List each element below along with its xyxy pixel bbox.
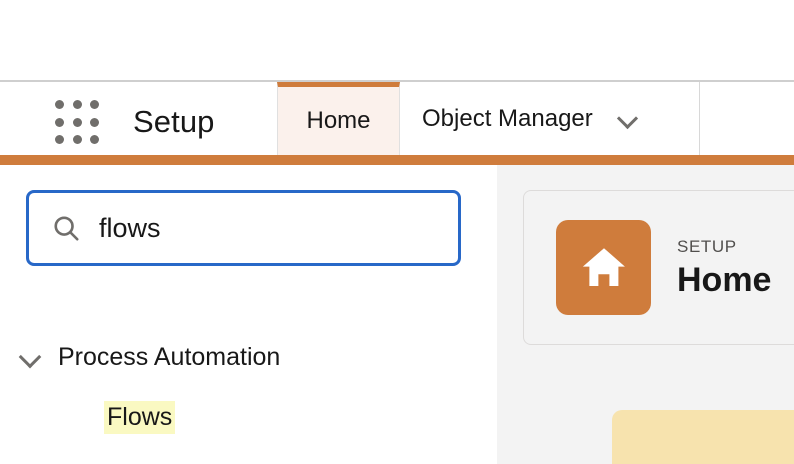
tab-home-label: Home bbox=[306, 107, 371, 134]
search-input[interactable]: flows bbox=[99, 212, 161, 243]
sidebar-group-label: Process Automation bbox=[58, 342, 281, 371]
tab-home[interactable]: Home bbox=[277, 82, 400, 155]
app-launcher-grid-icon[interactable] bbox=[55, 100, 103, 148]
setup-home-icon-tile bbox=[556, 220, 651, 315]
quick-find-search-box[interactable]: flows bbox=[26, 190, 461, 266]
search-icon bbox=[54, 216, 79, 241]
header-accent-bar bbox=[0, 155, 794, 165]
app-launcher-dot bbox=[72, 135, 82, 145]
sidebar-group-header[interactable]: Process Automation bbox=[0, 335, 497, 379]
sidebar-group-process-automation: Process Automation Flows bbox=[0, 335, 497, 435]
chevron-down-icon[interactable] bbox=[16, 342, 46, 372]
sidebar-item-flows[interactable]: Flows bbox=[0, 399, 497, 435]
app-launcher-dot bbox=[55, 135, 64, 145]
app-launcher-dot bbox=[90, 135, 100, 145]
setup-home-card: SETUP Home bbox=[523, 190, 794, 345]
chevron-down-icon[interactable] bbox=[617, 108, 639, 130]
setup-content-area: SETUP Home bbox=[497, 165, 794, 464]
app-launcher-dot bbox=[55, 100, 64, 109]
page-title: Setup bbox=[133, 104, 215, 139]
tab-object-manager-label: Object Manager bbox=[422, 104, 593, 132]
home-icon bbox=[582, 247, 625, 286]
app-launcher-dot bbox=[90, 117, 100, 127]
setup-home-card-text: SETUP Home bbox=[677, 235, 771, 301]
app-launcher-dot bbox=[90, 100, 100, 109]
browser-chrome-strip bbox=[0, 0, 794, 80]
sidebar-item-label: Flows bbox=[104, 400, 176, 434]
setup-card-heading: Home bbox=[677, 260, 772, 299]
tab-object-manager[interactable]: Object Manager bbox=[400, 82, 700, 155]
app-launcher-dot bbox=[72, 117, 82, 127]
app-launcher-dot bbox=[72, 100, 82, 109]
setup-card-eyebrow: SETUP bbox=[677, 236, 737, 256]
app-launcher-dot bbox=[55, 117, 64, 127]
header-top-divider bbox=[0, 80, 794, 82]
promo-card[interactable] bbox=[612, 410, 794, 464]
